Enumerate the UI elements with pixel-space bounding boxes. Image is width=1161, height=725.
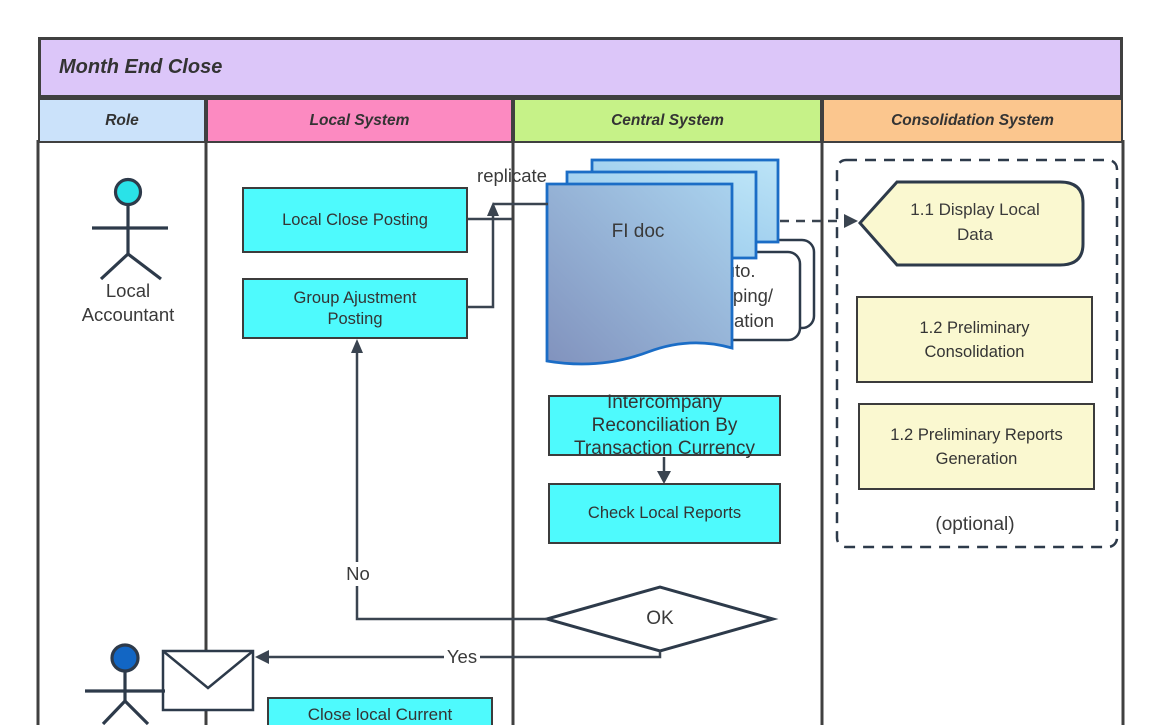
- replicate-connectors: [468, 202, 548, 309]
- envelope-icon[interactable]: [161, 649, 255, 712]
- arrowhead-right-display: [844, 214, 858, 228]
- arrowhead-left-yes: [255, 650, 269, 664]
- decision-ok-label: OK: [612, 606, 708, 632]
- envelope-flap: [162, 650, 254, 690]
- decision-ok-text: OK: [646, 608, 674, 629]
- no-branch-connector: [355, 346, 547, 621]
- node-group-ajustment-posting[interactable]: Group Ajustment Posting: [242, 278, 468, 339]
- local-accountant-text: Local Accountant: [81, 280, 175, 325]
- lane-header-consolidation-system[interactable]: Consolidation System: [822, 98, 1123, 143]
- optional-text: (optional): [935, 514, 1015, 535]
- lane-header-consolidation-label: Consolidation System: [891, 111, 1054, 129]
- node-check-local-reports[interactable]: Check Local Reports: [548, 483, 781, 544]
- actor-local-accountant[interactable]: [92, 177, 168, 281]
- node-preliminary-consolidation[interactable]: 1.2 Preliminary Consolidation: [856, 296, 1093, 383]
- lane-boundaries: [36, 140, 1125, 725]
- node-close-local-current[interactable]: Close local Current: [267, 697, 493, 725]
- diagram-title-bar: Month End Close: [38, 37, 1123, 98]
- edge-label-replicate: replicate: [463, 163, 561, 189]
- node-check-local-reports-label: Check Local Reports: [587, 504, 742, 522]
- node-intercompany-reconciliation[interactable]: Intercompany Reconciliation By Transacti…: [548, 392, 781, 459]
- actor-bottom[interactable]: [85, 643, 165, 725]
- node-local-close-posting-label: Local Close Posting: [282, 210, 428, 229]
- lane-header-local-label: Local System: [309, 111, 410, 129]
- optional-label: (optional): [875, 511, 1075, 539]
- node-close-local-current-label: Close local Current: [307, 705, 453, 724]
- fi-doc-label: FI doc: [578, 219, 698, 245]
- decision-diamond[interactable]: [541, 585, 779, 653]
- yes-branch-connector: [263, 651, 662, 659]
- lane-header-central-system[interactable]: Central System: [513, 98, 822, 143]
- display-local-data-text: 1.1 Display Local Data: [910, 200, 1040, 244]
- arrowhead-down-check: [657, 471, 671, 484]
- node-intercompany-label: Intercompany Reconciliation By Transacti…: [574, 392, 755, 459]
- edge-label-no: No: [340, 561, 376, 587]
- optional-group-container: [835, 158, 1119, 549]
- lane-header-local-system[interactable]: Local System: [206, 98, 513, 143]
- node-preliminary-reports-label: 1.2 Preliminary Reports Generation: [890, 425, 1063, 468]
- arrowhead-up-no: [351, 339, 363, 353]
- arrowhead-up-replicate: [487, 202, 499, 216]
- diagram-title: Month End Close: [59, 56, 223, 78]
- fi-doc-text: FI doc: [611, 221, 665, 242]
- node-display-local-data-label: 1.1 Display Local Data: [875, 190, 1075, 254]
- node-local-close-posting[interactable]: Local Close Posting: [242, 187, 468, 253]
- lane-header-role[interactable]: Role: [38, 98, 206, 143]
- node-preliminary-reports[interactable]: 1.2 Preliminary Reports Generation: [858, 403, 1095, 490]
- display-local-data-shape[interactable]: [857, 180, 1085, 267]
- replicate-text: replicate: [477, 165, 547, 186]
- lane-header-role-label: Role: [105, 111, 139, 129]
- fi-doc-shape[interactable]: [545, 182, 734, 366]
- lane-header-central-label: Central System: [611, 111, 724, 129]
- no-text: No: [343, 562, 373, 586]
- edge-label-yes: Yes: [440, 644, 484, 670]
- node-preliminary-consolidation-label: 1.2 Preliminary Consolidation: [919, 318, 1030, 361]
- yes-text: Yes: [443, 645, 481, 669]
- actor-local-accountant-label: Local Accountant: [66, 278, 190, 328]
- node-group-ajustment-label: Group Ajustment Posting: [293, 288, 417, 328]
